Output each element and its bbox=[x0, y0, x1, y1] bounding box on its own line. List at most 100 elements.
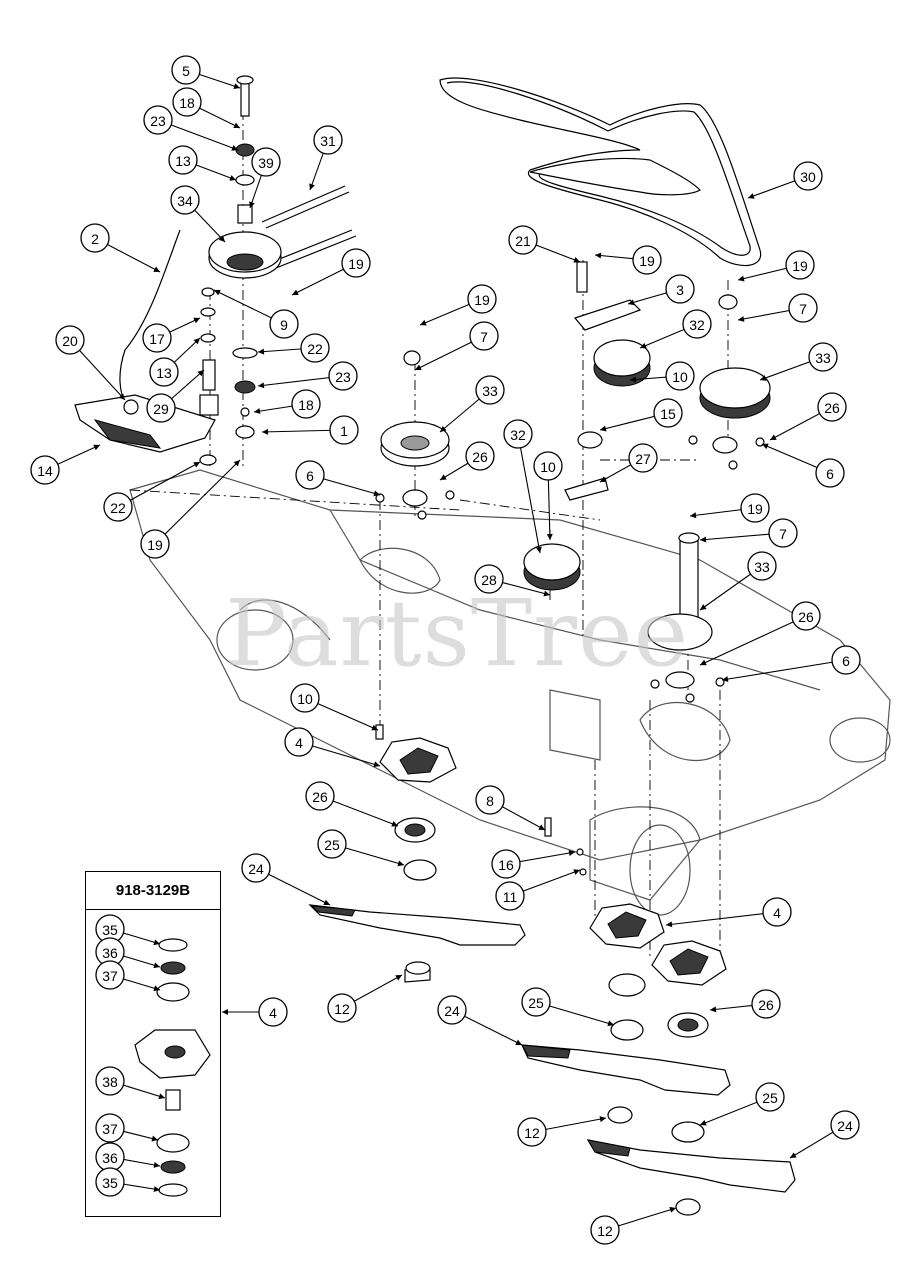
callout-label: 8 bbox=[486, 793, 494, 809]
callout-label: 24 bbox=[248, 861, 264, 877]
callout-36: 36 bbox=[95, 1142, 125, 1172]
leader-arrowhead bbox=[153, 266, 160, 272]
callout-label: 7 bbox=[779, 526, 787, 542]
callout-label: 19 bbox=[147, 537, 163, 553]
middle-idler-pulleys bbox=[523, 261, 651, 591]
leader-arrowhead bbox=[153, 939, 160, 946]
callout-circle bbox=[143, 105, 173, 135]
leader-arrowhead bbox=[233, 122, 240, 129]
leader-arrowhead bbox=[700, 536, 707, 543]
leader-arrowhead bbox=[151, 1135, 158, 1142]
callout-label: 19 bbox=[348, 256, 364, 272]
callout-label: 5 bbox=[182, 63, 190, 79]
callout-19: 19 bbox=[140, 529, 170, 559]
leader-arrowhead bbox=[748, 193, 755, 199]
leader-arrowhead bbox=[118, 393, 125, 400]
callout-15: 15 bbox=[653, 398, 683, 428]
callout-circle bbox=[168, 145, 198, 175]
callout-label: 4 bbox=[295, 735, 303, 751]
callout-20: 20 bbox=[55, 325, 85, 355]
callout-circle bbox=[755, 1082, 785, 1112]
leader-arrowhead bbox=[640, 342, 647, 349]
callout-5: 5 bbox=[171, 55, 201, 85]
callout-6: 6 bbox=[295, 460, 325, 490]
callout-10: 10 bbox=[665, 361, 695, 391]
callout-label: 10 bbox=[672, 369, 688, 385]
callout-circle bbox=[768, 518, 798, 548]
mower-blades bbox=[308, 904, 796, 1193]
callout-25: 25 bbox=[521, 987, 551, 1017]
deck-housing bbox=[129, 469, 891, 916]
callout-circle bbox=[474, 564, 504, 594]
callout-circle bbox=[465, 441, 495, 471]
callout-label: 13 bbox=[175, 153, 191, 169]
callout-circle bbox=[808, 342, 838, 372]
callout-label: 33 bbox=[815, 350, 831, 366]
callout-label: 37 bbox=[102, 1121, 118, 1137]
leader-arrowhead bbox=[599, 1116, 606, 1123]
callout-label: 12 bbox=[597, 1223, 613, 1239]
callout-6: 6 bbox=[831, 645, 861, 675]
callout-label: 27 bbox=[635, 451, 651, 467]
leader-line bbox=[117, 461, 201, 508]
callout-circle bbox=[788, 293, 818, 323]
leader-arrowhead bbox=[93, 444, 100, 451]
callout-19: 19 bbox=[632, 245, 662, 275]
callout-circle bbox=[521, 987, 551, 1017]
callout-circle bbox=[830, 1110, 860, 1140]
callout-label: 4 bbox=[773, 905, 781, 921]
callout-circle bbox=[95, 1167, 125, 1197]
leader-arrowhead bbox=[397, 860, 404, 867]
callout-circle bbox=[258, 997, 288, 1027]
leader-arrowhead bbox=[420, 319, 427, 326]
callout-label: 17 bbox=[149, 331, 165, 347]
callout-circle bbox=[290, 683, 320, 713]
callout-label: 36 bbox=[102, 945, 118, 961]
callout-label: 22 bbox=[307, 341, 323, 357]
callout-label: 30 bbox=[800, 169, 816, 185]
leader-arrowhead bbox=[700, 1119, 707, 1126]
callout-19: 19 bbox=[785, 250, 815, 280]
callout-circle bbox=[665, 361, 695, 391]
callout-label: 35 bbox=[102, 922, 118, 938]
leader-arrowhead bbox=[790, 1152, 797, 1158]
callout-36: 36 bbox=[95, 937, 125, 967]
callout-circle bbox=[665, 274, 695, 304]
callout-23: 23 bbox=[143, 105, 173, 135]
callout-19: 19 bbox=[467, 284, 497, 314]
leader-arrowhead bbox=[249, 201, 255, 208]
leader-arrowhead bbox=[218, 235, 225, 242]
callout-circle bbox=[590, 1215, 620, 1245]
callout-label: 29 bbox=[153, 401, 169, 417]
callout-label: 26 bbox=[798, 609, 814, 625]
callout-circle bbox=[831, 645, 861, 675]
inset-spindle-parts bbox=[134, 938, 211, 1197]
callout-circle bbox=[241, 853, 271, 883]
callout-11: 11 bbox=[495, 881, 525, 911]
callout-label: 14 bbox=[37, 463, 53, 479]
leader-arrowhead bbox=[193, 317, 200, 324]
callout-circle bbox=[475, 375, 505, 405]
callout-7: 7 bbox=[788, 293, 818, 323]
leader-arrowhead bbox=[770, 434, 777, 440]
callout-10: 10 bbox=[290, 683, 320, 713]
callout-4: 4 bbox=[762, 897, 792, 927]
callout-circle bbox=[437, 995, 467, 1025]
spindle-assemblies bbox=[375, 724, 727, 1216]
callout-label: 6 bbox=[306, 468, 314, 484]
callout-26: 26 bbox=[465, 441, 495, 471]
callout-37: 37 bbox=[95, 1113, 125, 1143]
callout-circle bbox=[475, 785, 505, 815]
leader-arrowhead bbox=[193, 338, 200, 345]
callout-label: 12 bbox=[334, 1001, 350, 1017]
callout-circle bbox=[793, 161, 823, 191]
callout-label: 21 bbox=[515, 233, 531, 249]
callout-label: 32 bbox=[689, 317, 705, 333]
callout-33: 33 bbox=[475, 375, 505, 405]
callout-label: 13 bbox=[156, 365, 172, 381]
leader-arrowhead bbox=[254, 408, 261, 415]
callout-25: 25 bbox=[317, 829, 347, 859]
callout-26: 26 bbox=[305, 781, 335, 811]
